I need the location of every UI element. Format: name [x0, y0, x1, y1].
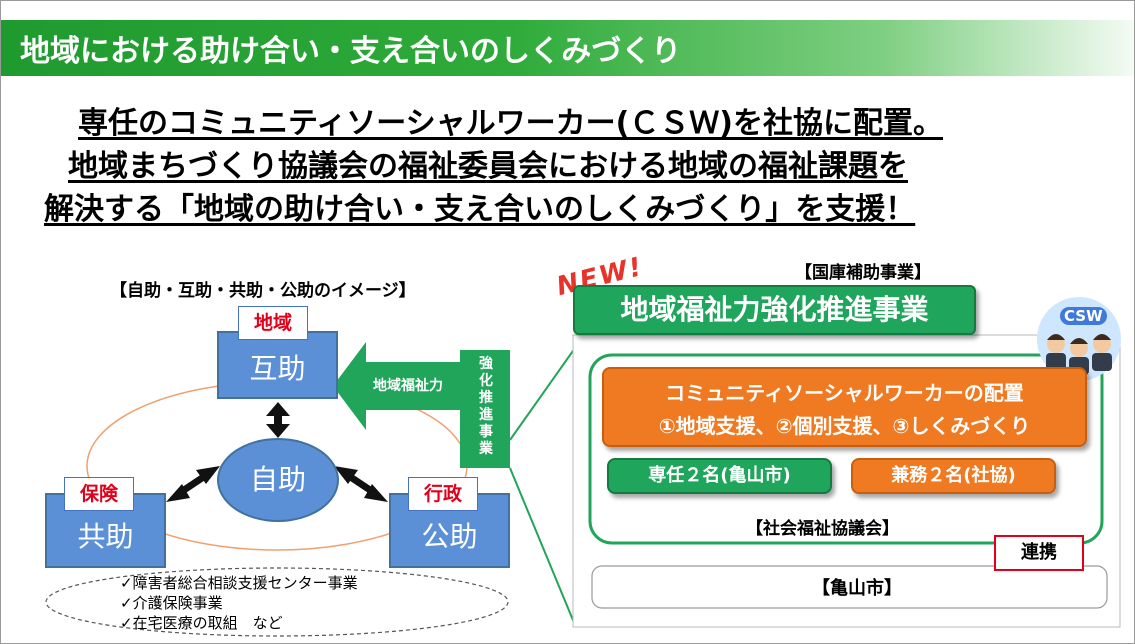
- vertical-char: 強: [479, 356, 493, 372]
- checklist-item: ✓障害者総合相談支援センター事業: [120, 574, 358, 592]
- csw-assignment-box: コミュニティソーシャルワーカーの配置 ①地域支援、②個別支援、③しくみづくり: [602, 367, 1087, 447]
- fulltime-staff-box: 専任２名(亀山市): [607, 458, 832, 494]
- kyojo-flag: 保険: [64, 477, 134, 511]
- gojo-box: 互助: [217, 331, 338, 399]
- city-label: 【亀山市】: [812, 578, 902, 599]
- parttime-staff-box: 兼務２名(社協): [851, 458, 1056, 494]
- subsidy-label: 【国庫補助事業】: [795, 263, 931, 283]
- slide-title: 地域における助け合い・支え合いのしくみづくり: [20, 34, 682, 69]
- green-arrow: [333, 342, 462, 430]
- vertical-char: 推: [479, 390, 493, 406]
- arrow-text: 地域福祉力: [373, 378, 443, 394]
- kojo-flag: 行政: [408, 477, 478, 511]
- arrow-gojo-jijo: [266, 402, 290, 438]
- csw-assignment-line-1: コミュニティソーシャルワーカーの配置: [665, 381, 1024, 405]
- city-box: [591, 565, 1108, 609]
- jijo-label: 自助: [249, 463, 306, 496]
- kojo-label: 公助: [421, 520, 478, 553]
- gojo-label: 互助: [249, 352, 306, 385]
- headline-line-2: 地域まちづくり協議会の福祉委員会における地域の福祉課題を: [68, 149, 908, 184]
- gojo-flag: 地域: [238, 306, 308, 340]
- checklist-item: ✓在宅医療の取組 など: [120, 614, 283, 632]
- vertical-bar-text: 強 化 推 進 事 業: [476, 356, 496, 458]
- link-label: 連携: [994, 535, 1084, 571]
- project-title-banner: 地域福祉力強化推進事業: [573, 285, 976, 335]
- vertical-char: 進: [479, 407, 493, 423]
- vertical-char: 化: [479, 373, 493, 389]
- headline-line-1: 専任のコミュニティソーシャルワーカー(ＣＳＷ)を社協に配置。: [78, 106, 944, 141]
- csw-badge-label: CSW: [1060, 307, 1107, 325]
- vertical-bar: [460, 350, 510, 468]
- title-bar: [1, 20, 1134, 76]
- vertical-char: 業: [479, 441, 493, 457]
- csw-people-icon: [1046, 334, 1112, 375]
- connector-bottom: [509, 467, 576, 626]
- left-diagram-caption: 【自助・互助・共助・公助のイメージ】: [110, 281, 416, 301]
- checklist-ellipse: [45, 567, 509, 637]
- vertical-char: 事: [479, 424, 493, 440]
- jijo-ellipse: 自助: [217, 438, 339, 522]
- headline-line-3: 解決する「地域の助け合い・支え合いのしくみづくり」を支援！: [44, 192, 916, 227]
- checklist-item: ✓介護保険事業: [120, 594, 223, 612]
- connector-top: [509, 347, 576, 441]
- csw-assignment-line-2: ①地域支援、②個別支援、③しくみづくり: [658, 414, 1031, 438]
- kyojo-label: 共助: [77, 520, 134, 553]
- council-label: 【社会福祉協議会】: [746, 519, 899, 539]
